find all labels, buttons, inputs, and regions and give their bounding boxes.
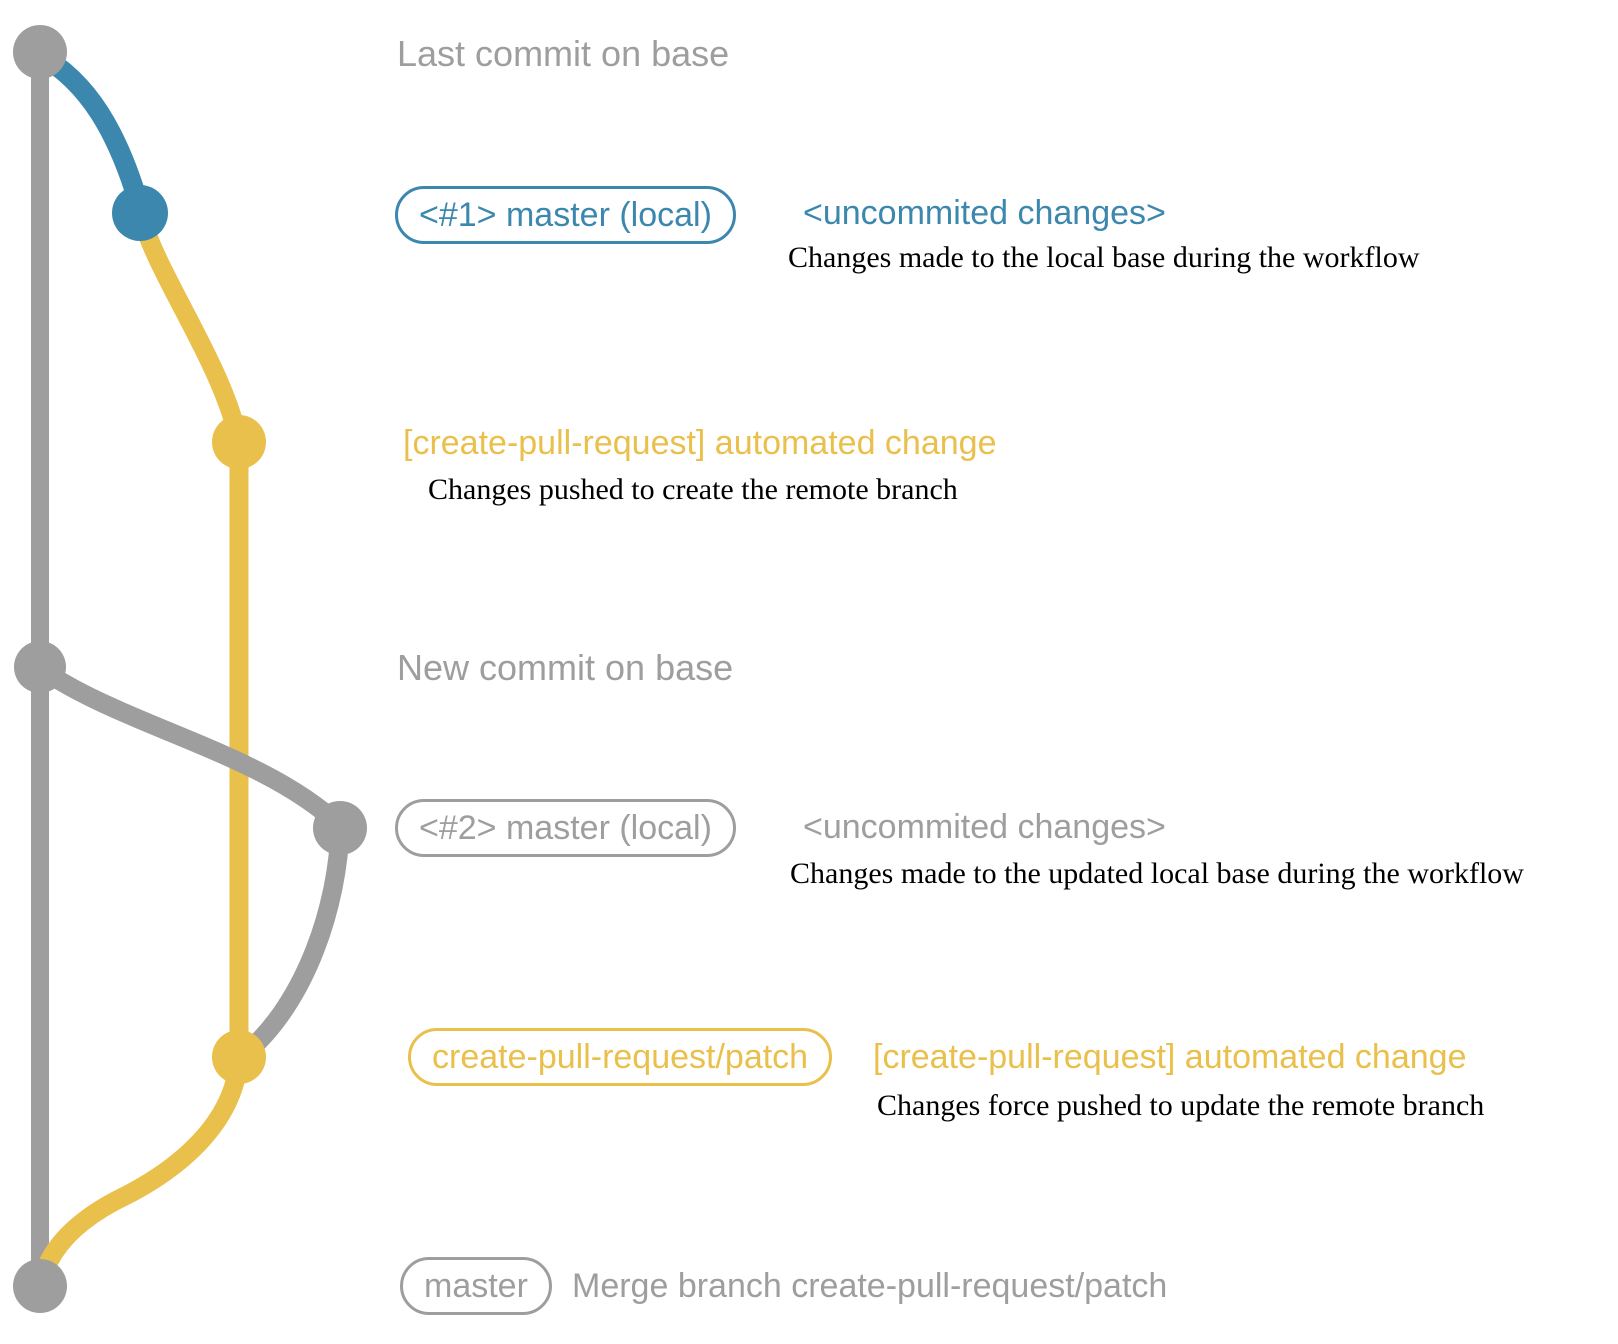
commit-dot-merge: [13, 1259, 67, 1313]
push-1-description: Changes pushed to create the remote bran…: [428, 473, 958, 506]
push-2-description: Changes force pushed to update the remot…: [877, 1089, 1485, 1122]
badge-master-local-2-label: <#2> master (local): [419, 808, 712, 847]
commit-graph: [13, 25, 367, 1313]
automated-change-note-1: [create-pull-request] automated change: [403, 424, 997, 462]
badge-master-local-2: <#2> master (local): [395, 799, 736, 857]
local-master-branch-line: [30, 45, 150, 218]
uncommited-changes-note-1: <uncommited changes>: [803, 194, 1166, 232]
badge-patch-branch-label: create-pull-request/patch: [432, 1037, 809, 1076]
local-2-description: Changes made to the updated local base d…: [790, 857, 1524, 890]
local-1-description: Changes made to the local base during th…: [788, 241, 1420, 274]
new-commit-title: New commit on base: [397, 647, 734, 688]
commit-dot-local-1: [112, 185, 168, 241]
update-local-branch-line: [30, 658, 350, 836]
last-commit-title: Last commit on base: [397, 33, 730, 74]
badge-master: master: [400, 1257, 552, 1315]
badge-master-local-1-label: <#1> master (local): [419, 195, 712, 234]
commit-dot-patch-1: [212, 415, 266, 469]
patch-branch-line: [32, 203, 249, 1292]
commit-dot-last-base: [13, 25, 67, 79]
commit-dot-new-base: [14, 641, 66, 693]
merge-note: Merge branch create-pull-request/patch: [572, 1267, 1168, 1305]
automated-change-note-2: [create-pull-request] automated change: [873, 1038, 1467, 1076]
badge-master-local-1: <#1> master (local): [395, 186, 736, 244]
badge-patch-branch: create-pull-request/patch: [408, 1028, 833, 1086]
badge-master-label: master: [424, 1266, 528, 1305]
commit-dot-patch-2: [212, 1030, 266, 1084]
force-push-branch-line: [236, 818, 350, 1063]
uncommited-changes-note-2: <uncommited changes>: [803, 808, 1166, 846]
commit-dot-local-2: [313, 801, 367, 855]
